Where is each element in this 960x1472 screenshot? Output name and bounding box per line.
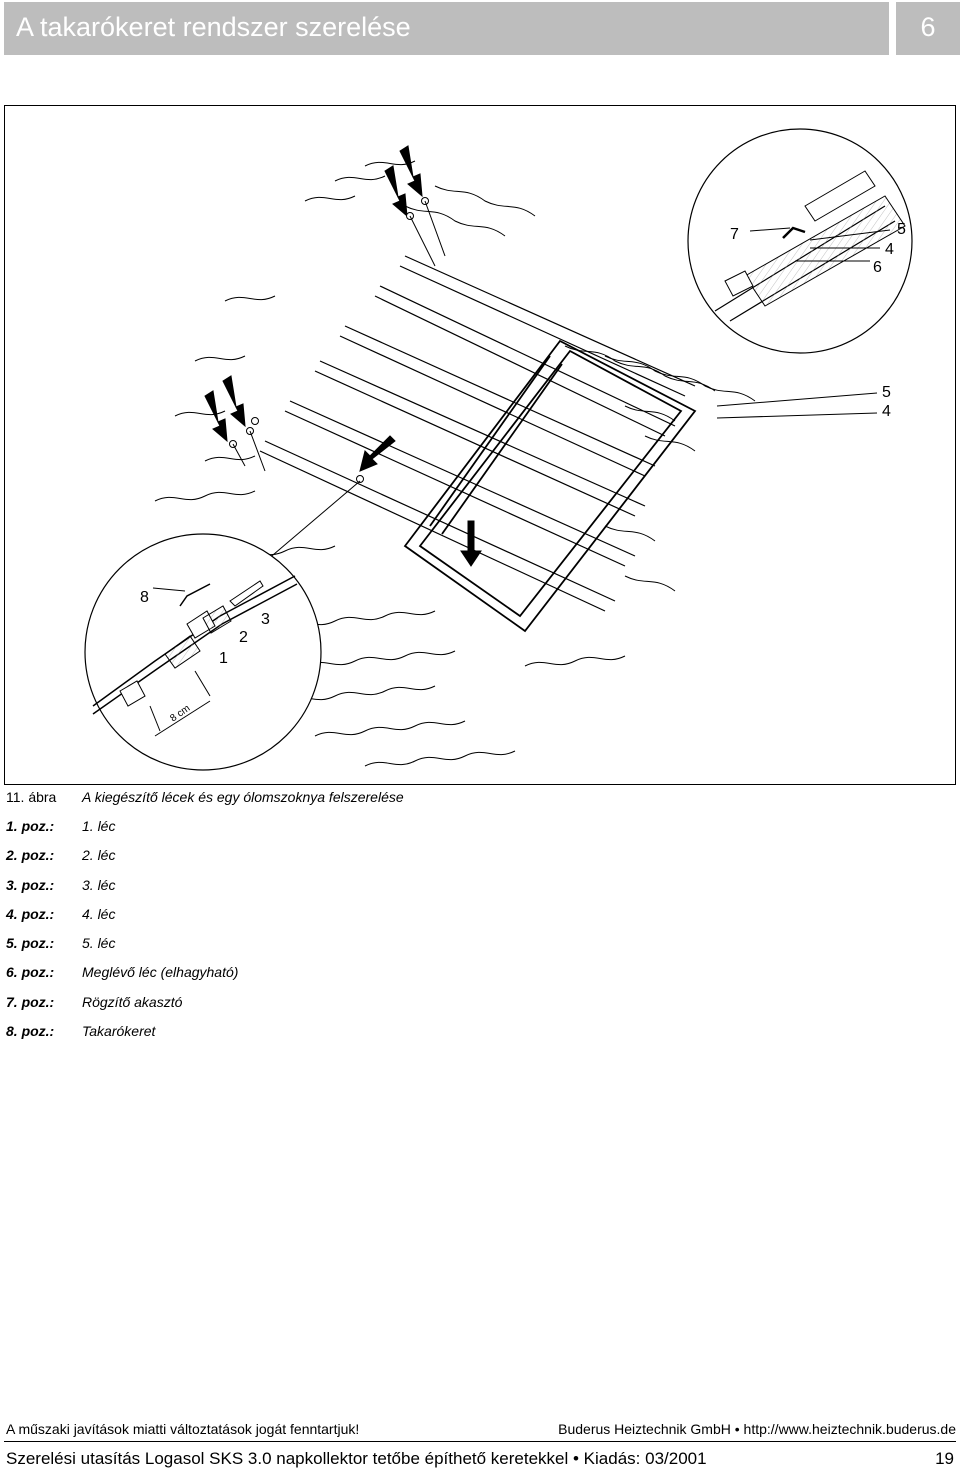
- callout-7: 7: [730, 226, 739, 243]
- footer-divider: [4, 1441, 956, 1442]
- legend-value: 3. léc: [82, 876, 116, 893]
- legend-key: 2. poz.:: [6, 847, 55, 864]
- page-title: A takarókeret rendszer szerelése: [16, 12, 411, 42]
- legend-key: 5. poz.:: [6, 935, 55, 952]
- footer-notice: A műszaki javítások miatti változtatások…: [6, 1421, 360, 1437]
- detail-circle-top: [687, 128, 913, 354]
- legend-value: 5. léc: [82, 935, 116, 952]
- callout-6: 6: [873, 259, 882, 276]
- battens: [259, 255, 696, 612]
- leader-line: [259, 480, 361, 567]
- legend-value: Takarókeret: [82, 1023, 156, 1040]
- cover-frame: [403, 339, 697, 633]
- legend-key: 3. poz.:: [6, 876, 55, 893]
- figure-frame: 7 5 4 6 5 4 8 3 2 1 8 cm: [4, 105, 956, 785]
- callout-3: 3: [261, 611, 270, 628]
- leader-4: [716, 412, 878, 419]
- legend-key: 6. poz.:: [6, 964, 55, 981]
- callout-8: 8: [140, 589, 149, 606]
- footer-document-title: Szerelési utasítás Logasol SKS 3.0 napko…: [6, 1449, 707, 1468]
- legend-key: 4. poz.:: [6, 905, 55, 922]
- callout-4: 4: [882, 403, 891, 420]
- arrows: [204, 145, 482, 567]
- chapter-number: 6: [920, 12, 936, 42]
- legend-key: 7. poz.:: [6, 993, 55, 1010]
- legend-key: 8. poz.:: [6, 1023, 55, 1040]
- caption-label: 11. ábra: [6, 789, 57, 805]
- callout-5-detail: 5: [897, 221, 906, 238]
- roof-installation-drawing: 7 5 4 6 5 4 8 3 2 1 8 cm: [84, 128, 913, 771]
- footer-company: Buderus Heiztechnik GmbH • http://www.he…: [558, 1421, 956, 1437]
- detail-circle-bottom: [84, 533, 322, 771]
- header-bar: A takarókeret rendszer szerelése: [4, 2, 889, 55]
- callout-4-detail: 4: [885, 241, 894, 258]
- page-number: 19: [935, 1449, 954, 1468]
- leader-5: [716, 392, 878, 407]
- legend-key: 1. poz.:: [6, 818, 55, 834]
- chapter-box: 6: [896, 2, 960, 55]
- caption-text: A kiegészítő lécek és egy ólomszoknya fe…: [82, 789, 404, 805]
- callout-5: 5: [882, 384, 891, 401]
- nails: [229, 197, 446, 483]
- legend-value: 2. léc: [82, 847, 116, 864]
- legend-value: Rögzítő akasztó: [82, 993, 183, 1010]
- legend-value: 4. léc: [82, 905, 116, 922]
- callout-2: 2: [239, 629, 248, 646]
- roof-tiles: [154, 160, 756, 767]
- legend-value: 1. léc: [82, 818, 116, 834]
- legend-value: Meglévő léc (elhagyható): [82, 964, 239, 981]
- callout-1: 1: [219, 650, 228, 667]
